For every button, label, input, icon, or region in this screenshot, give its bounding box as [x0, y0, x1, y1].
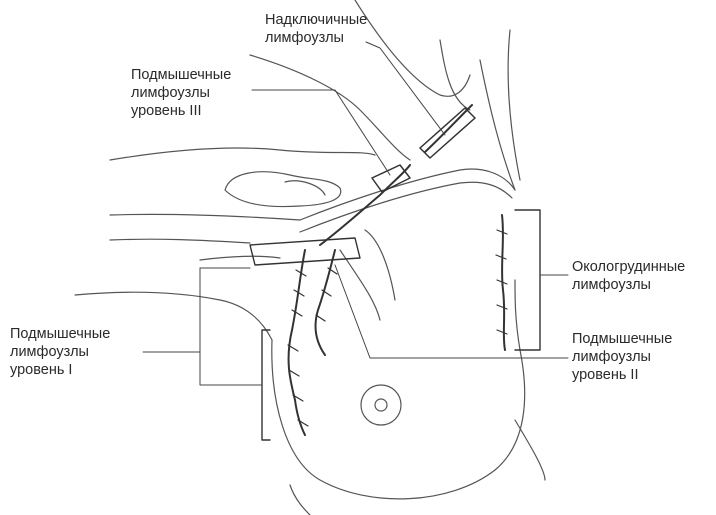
label-line: лимфоузлы: [10, 343, 110, 361]
shoulder-line: [250, 55, 410, 160]
breast-base-line: [290, 485, 310, 515]
axillary-chain-2-links: [316, 268, 337, 321]
shoulder-joint: [225, 172, 341, 207]
neck-inner-line: [440, 40, 470, 110]
arm-upper: [110, 214, 300, 220]
upper-arm-top: [110, 148, 375, 160]
label-line: уровень II: [572, 366, 672, 384]
label-line: Подмышечные: [131, 66, 231, 84]
label-supraclavicular: Надключичные лимфоузлы: [265, 11, 367, 47]
breast-lower-right: [515, 420, 545, 480]
axillary-chain-1: [289, 250, 305, 435]
arm-lower: [200, 256, 280, 260]
leader-axillary-2: [335, 265, 568, 358]
label-line: Надключичные: [265, 11, 367, 29]
label-line: лимфоузлы: [572, 348, 672, 366]
leader-axillary-3: [252, 90, 390, 175]
label-line: Окологрудинные: [572, 258, 685, 276]
label-line: уровень III: [131, 102, 231, 120]
axillary-chain-2: [316, 250, 335, 355]
leader-axillary-1: [143, 268, 262, 385]
axillary-chain-3-box: [372, 165, 410, 192]
pectoral-fiber-1: [340, 250, 380, 320]
arm-middle: [110, 239, 250, 243]
chest-right-edge: [508, 30, 520, 180]
axillary-1-bracket: [262, 330, 270, 440]
label-parasternal: Окологрудинные лимфоузлы: [572, 258, 685, 294]
breast-outline: [272, 280, 525, 499]
label-line: лимфоузлы: [131, 84, 231, 102]
label-axillary-level-2: Подмышечные лимфоузлы уровень II: [572, 330, 672, 384]
supraclavicular-chain: [425, 105, 472, 152]
areola: [361, 385, 401, 425]
chest-wall: [365, 230, 395, 300]
label-line: Подмышечные: [572, 330, 672, 348]
label-line: уровень I: [10, 361, 110, 379]
label-line: лимфоузлы: [265, 29, 367, 47]
label-line: лимфоузлы: [572, 276, 685, 294]
shoulder-joint-inner: [285, 181, 325, 195]
leader-supraclavicular: [366, 42, 445, 135]
parasternal-chain-links: [496, 230, 507, 334]
label-line: Подмышечные: [10, 325, 110, 343]
label-axillary-level-1: Подмышечные лимфоузлы уровень I: [10, 325, 110, 379]
parasternal-bracket: [515, 210, 540, 350]
label-axillary-level-3: Подмышечные лимфоузлы уровень III: [131, 66, 231, 120]
supraclavicular-box: [420, 108, 475, 158]
nipple: [375, 399, 387, 411]
axillary-chain-3: [320, 165, 410, 245]
neck-outline: [355, 0, 470, 96]
